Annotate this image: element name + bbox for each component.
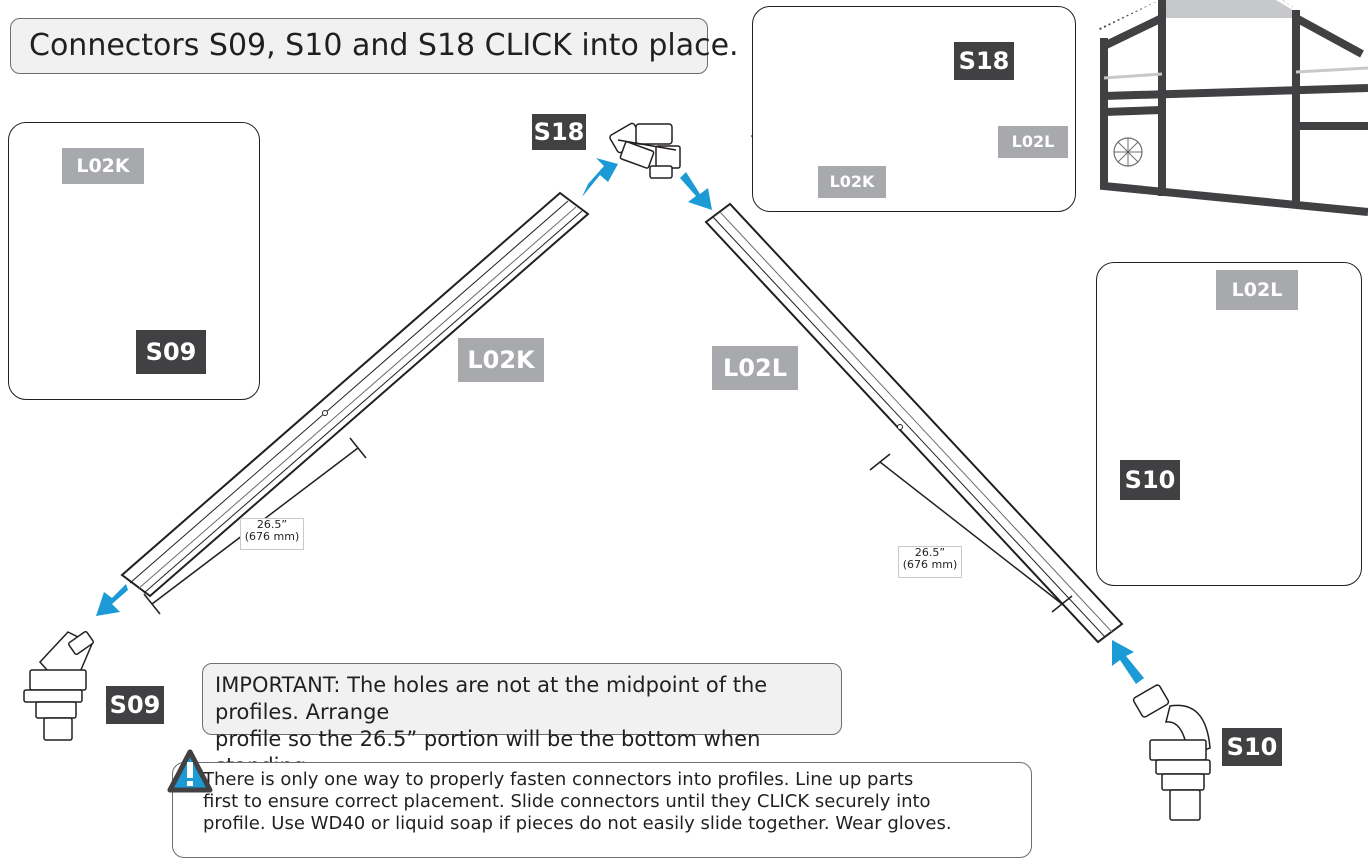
connector-s10-main — [1132, 684, 1211, 821]
label-s09-inset: S09 — [136, 330, 206, 374]
inset-panel-s10 — [1096, 262, 1362, 586]
connector-s18-main — [609, 122, 681, 179]
dimension-label-right: 26.5” (676 mm) — [898, 546, 962, 578]
connector-s09-main — [23, 630, 94, 741]
label-s09-main: S09 — [106, 686, 164, 724]
profile-hole-l02k — [322, 410, 328, 416]
label-l02l-inset-s18: L02L — [998, 126, 1068, 158]
page-title: Connectors S09, S10 and S18 CLICK into p… — [10, 18, 739, 74]
inset-panel-s18 — [752, 6, 1076, 212]
dimension-label-left: 26.5” (676 mm) — [240, 518, 304, 550]
dimension-value-left: 26.5” — [256, 518, 288, 531]
profile-l02k — [120, 191, 590, 598]
label-s18-inset: S18 — [954, 42, 1014, 80]
label-l02k-main: L02K — [458, 338, 544, 382]
dimension-line-right — [869, 453, 1073, 613]
dimension-metric-right: (676 mm) — [902, 558, 958, 571]
important-note: IMPORTANT: The holes are not at the midp… — [202, 663, 842, 778]
label-s18-main: S18 — [532, 114, 586, 150]
label-l02l-inset-s10: L02L — [1216, 270, 1298, 310]
dimension-value-right: 26.5” — [914, 546, 946, 559]
label-l02k-inset-s18: L02K — [818, 166, 886, 198]
profile-hole-l02l — [897, 424, 903, 430]
dimension-metric-left: (676 mm) — [244, 530, 300, 543]
label-l02l-main: L02L — [712, 346, 798, 390]
warning-note-line-3: profile. Use WD40 or liquid soap if piec… — [203, 813, 952, 834]
warning-note-line-2: first to ensure correct placement. Slide… — [203, 791, 931, 812]
profile-l02l — [704, 202, 1124, 644]
label-s10-main: S10 — [1222, 728, 1282, 766]
greenhouse-icon — [1099, 0, 1368, 216]
label-l02k-inset-s09: L02K — [62, 148, 144, 184]
warning-note-line-1: There is only one way to properly fasten… — [203, 769, 914, 790]
label-s10-inset: S10 — [1120, 460, 1180, 500]
insert-arrows-main — [96, 158, 1144, 684]
warning-note: There is only one way to properly fasten… — [172, 762, 1032, 858]
important-note-line-1: IMPORTANT: The holes are not at the midp… — [215, 673, 768, 724]
